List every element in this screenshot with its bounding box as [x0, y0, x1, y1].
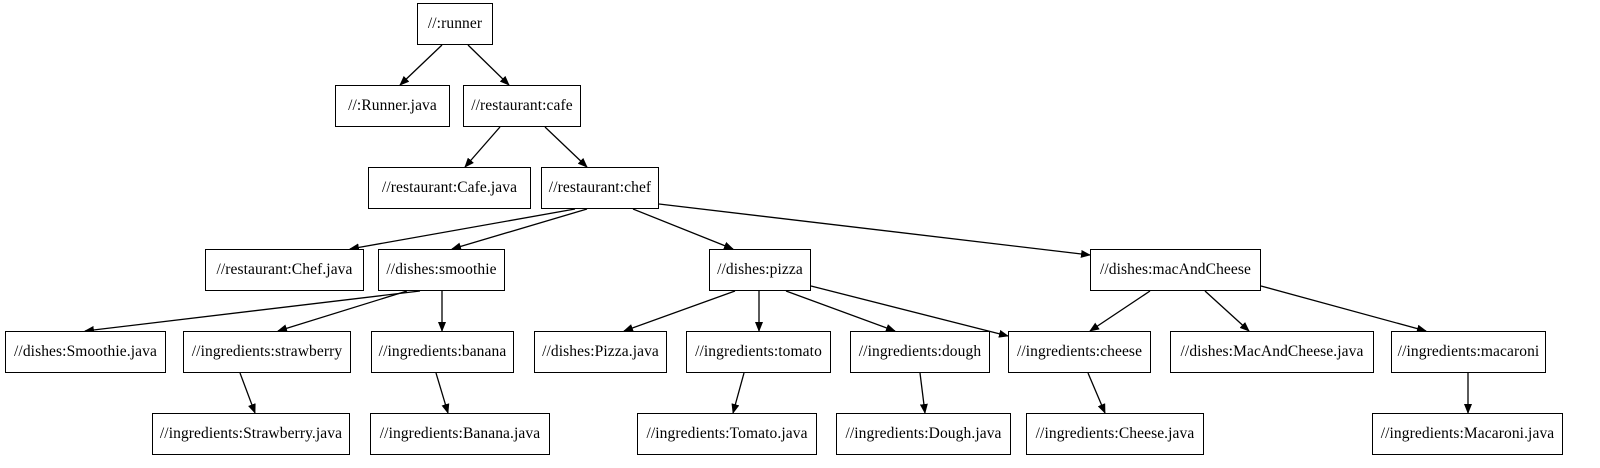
graph-node-label: //:Runner.java — [348, 97, 437, 115]
graph-node-chef_java[interactable]: //restaurant:Chef.java — [205, 249, 364, 291]
graph-node-label: //:runner — [427, 15, 483, 33]
graph-edge — [785, 290, 896, 332]
graph-node-label: //ingredients:dough — [858, 343, 982, 361]
graph-node-ing_macaroni[interactable]: //ingredients:macaroni — [1391, 331, 1546, 373]
graph-node-dishes_smoothie[interactable]: //dishes:smoothie — [378, 249, 505, 291]
graph-node-strawberry_java[interactable]: //ingredients:Strawberry.java — [152, 413, 350, 455]
graph-node-ing_cheese[interactable]: //ingredients:cheese — [1008, 331, 1151, 373]
graph-node-label: //dishes:pizza — [717, 261, 803, 279]
graph-node-label: //restaurant:cafe — [471, 97, 573, 115]
graph-node-runner[interactable]: //:runner — [417, 3, 493, 45]
graph-node-mac_java[interactable]: //dishes:MacAndCheese.java — [1170, 331, 1374, 373]
graph-node-label: //ingredients:strawberry — [191, 343, 343, 361]
graph-node-label: //ingredients:Macaroni.java — [1380, 425, 1555, 443]
graph-node-label: //dishes:Pizza.java — [542, 343, 659, 361]
graph-node-label: //restaurant:Cafe.java — [381, 179, 518, 197]
graph-edge — [632, 208, 734, 250]
graph-edge — [810, 285, 1009, 338]
graph-node-cheese_java[interactable]: //ingredients:Cheese.java — [1026, 413, 1204, 455]
graph-edge — [84, 290, 421, 334]
graph-node-banana_java[interactable]: //ingredients:Banana.java — [370, 413, 550, 455]
graph-node-smoothie_java[interactable]: //dishes:Smoothie.java — [5, 331, 166, 373]
graph-node-label: //ingredients:macaroni — [1397, 343, 1540, 361]
graph-node-restaurant_cafe[interactable]: //restaurant:cafe — [463, 85, 581, 127]
graph-edge — [435, 372, 450, 414]
graph-node-label: //restaurant:Chef.java — [216, 261, 353, 279]
graph-node-label: //dishes:Smoothie.java — [14, 343, 157, 361]
graph-node-label: //ingredients:Banana.java — [379, 425, 541, 443]
graph-node-label: //ingredients:tomato — [695, 343, 822, 361]
graph-edge — [464, 126, 501, 168]
graph-node-ing_banana[interactable]: //ingredients:banana — [371, 331, 514, 373]
graph-edge — [1089, 290, 1151, 332]
graph-edge — [1260, 285, 1427, 333]
graph-edge — [349, 208, 576, 252]
graph-edge — [239, 372, 256, 414]
graph-node-label: //ingredients:banana — [378, 343, 507, 361]
graph-node-ing_dough[interactable]: //ingredients:dough — [850, 331, 990, 373]
graph-edge — [1204, 290, 1250, 332]
graph-edge — [467, 44, 510, 86]
graph-edge — [919, 372, 928, 414]
graph-node-macaroni_java[interactable]: //ingredients:Macaroni.java — [1372, 413, 1563, 455]
graph-edge — [1087, 372, 1106, 414]
graph-node-ing_tomato[interactable]: //ingredients:tomato — [686, 331, 831, 373]
graph-node-dishes_mac[interactable]: //dishes:macAndCheese — [1090, 249, 1261, 291]
graph-node-label: //ingredients:Tomato.java — [646, 425, 808, 443]
graph-edge — [623, 290, 736, 332]
graph-node-dishes_pizza[interactable]: //dishes:pizza — [709, 249, 811, 291]
graph-node-tomato_java[interactable]: //ingredients:Tomato.java — [637, 413, 817, 455]
graph-node-label: //ingredients:cheese — [1016, 343, 1143, 361]
graph-node-pizza_java[interactable]: //dishes:Pizza.java — [534, 331, 667, 373]
graph-node-runner_java[interactable]: //:Runner.java — [335, 85, 450, 127]
graph-node-label: //dishes:macAndCheese — [1099, 261, 1252, 279]
graph-node-label: //ingredients:Strawberry.java — [159, 425, 343, 443]
graph-edge — [544, 126, 588, 168]
graph-edge — [731, 372, 745, 414]
graph-node-label: //dishes:MacAndCheese.java — [1180, 343, 1364, 361]
graph-node-label: //dishes:smoothie — [386, 261, 497, 279]
graph-edge — [451, 208, 588, 251]
graph-node-dough_java[interactable]: //ingredients:Dough.java — [836, 413, 1011, 455]
graph-node-label: //restaurant:chef — [548, 179, 652, 197]
graph-node-ing_strawberry[interactable]: //ingredients:strawberry — [183, 331, 351, 373]
graph-edge — [399, 44, 443, 86]
graph-edge — [277, 290, 408, 333]
graph-edge — [658, 203, 1091, 258]
graph-node-cafe_java[interactable]: //restaurant:Cafe.java — [368, 167, 531, 209]
graph-node-restaurant_chef[interactable]: //restaurant:chef — [541, 167, 659, 209]
graph-node-label: //ingredients:Dough.java — [845, 425, 1002, 443]
graph-node-label: //ingredients:Cheese.java — [1035, 425, 1195, 443]
